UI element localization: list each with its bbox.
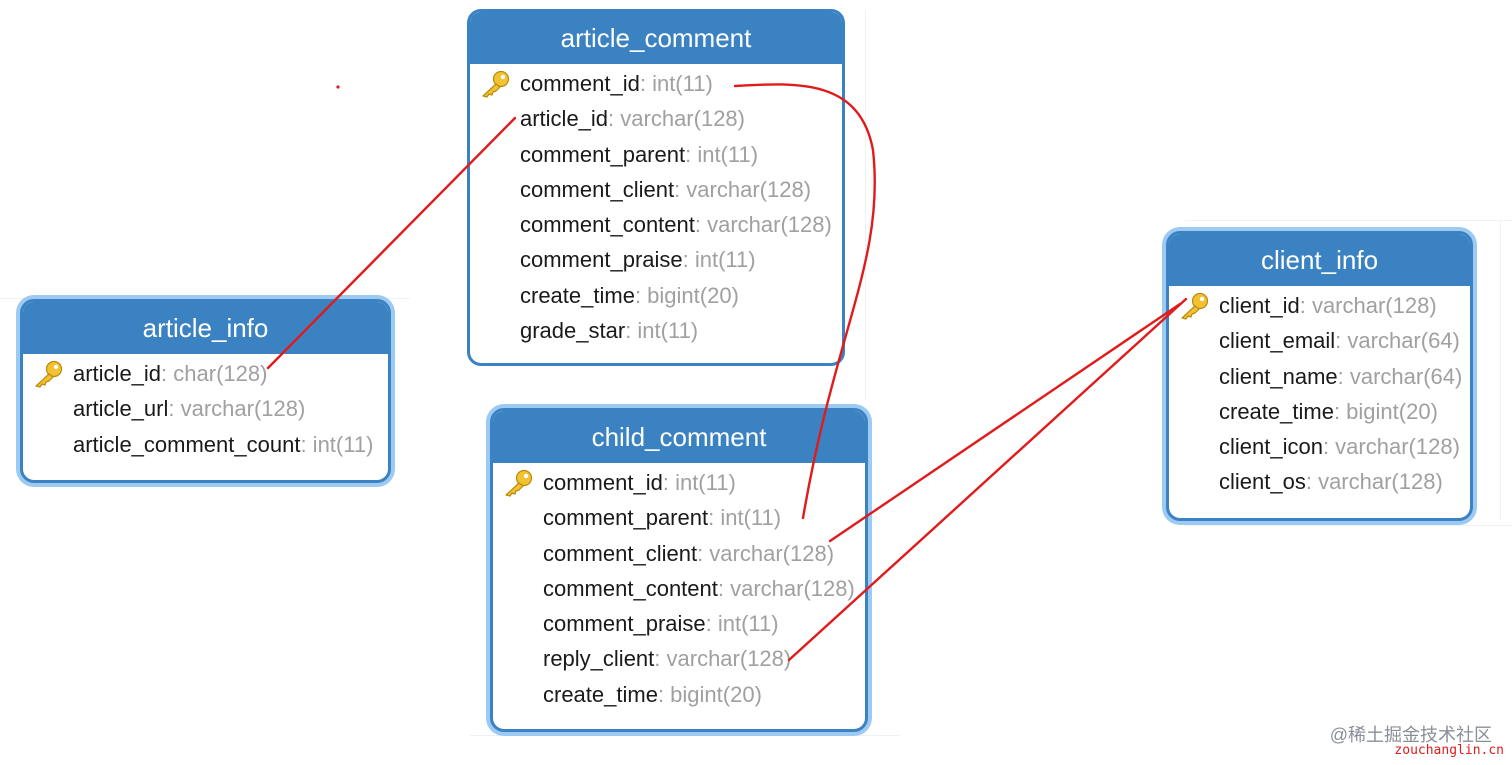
- field-name: comment_praise: [543, 611, 706, 637]
- field-type: : varchar(128): [608, 106, 745, 132]
- field-name: comment_client: [543, 540, 698, 566]
- field-name: comment_id: [520, 71, 640, 96]
- field-name: comment_client: [520, 176, 675, 202]
- field-row[interactable]: article_id: char(128): [23, 356, 388, 391]
- grid-line: [865, 10, 866, 400]
- field-type: : varchar(128): [1305, 469, 1443, 495]
- key-icon: [35, 360, 63, 388]
- field-row[interactable]: comment_client: varchar(128): [470, 172, 842, 207]
- field-row[interactable]: article_comment_count: int(11): [23, 427, 388, 462]
- key-icon: [482, 70, 510, 98]
- field-name: comment_id: [543, 470, 663, 495]
- table-title[interactable]: client_info: [1169, 234, 1470, 286]
- field-row[interactable]: create_time: bigint(20): [1169, 394, 1470, 429]
- field-list: comment_id: int(11)comment_parent: int(1…: [493, 463, 865, 712]
- table-title[interactable]: article_comment: [470, 12, 842, 64]
- field-row[interactable]: article_id: varchar(128): [470, 101, 842, 136]
- field-name: client_id: [1219, 293, 1300, 318]
- field-list: article_id: char(128)article_url: varcha…: [23, 354, 388, 462]
- grid-line: [1500, 220, 1501, 520]
- field-name: comment_parent: [520, 141, 686, 167]
- field-row[interactable]: comment_praise: int(11): [470, 242, 842, 277]
- field-type: : varchar(128): [1322, 434, 1460, 460]
- field-row[interactable]: reply_client: varchar(128): [493, 641, 865, 676]
- field-type: : int(11): [300, 431, 374, 457]
- field-row[interactable]: article_url: varchar(128): [23, 391, 388, 426]
- field-row[interactable]: comment_client: varchar(128): [493, 536, 865, 571]
- grid-line: [0, 298, 410, 299]
- field-row[interactable]: comment_id: int(11): [470, 66, 842, 101]
- field-type: : varchar(128): [697, 540, 835, 566]
- table-child-comment[interactable]: child_comment comment_id: int(11)comment…: [490, 408, 868, 732]
- platform-watermark: @稀土掘金技术社区: [1329, 725, 1492, 745]
- field-row[interactable]: comment_parent: int(11): [493, 500, 865, 535]
- field-name: grade_star: [520, 318, 626, 344]
- field-name: article_comment_count: [73, 431, 301, 457]
- field-name: client_email: [1219, 328, 1336, 354]
- field-row[interactable]: client_id: varchar(128): [1169, 288, 1470, 323]
- field-type: : int(11): [639, 71, 713, 96]
- site-watermark: zouchanglin.cn: [1394, 743, 1504, 758]
- field-row[interactable]: comment_parent: int(11): [470, 137, 842, 172]
- field-name: article_url: [73, 396, 169, 422]
- field-row[interactable]: comment_praise: int(11): [493, 606, 865, 641]
- field-name: comment_praise: [520, 247, 683, 273]
- field-name: client_icon: [1219, 434, 1323, 460]
- grid-line: [1185, 525, 1512, 526]
- field-row[interactable]: comment_content: varchar(128): [470, 207, 842, 242]
- field-type: : int(11): [625, 318, 699, 344]
- field-row[interactable]: comment_content: varchar(128): [493, 571, 865, 606]
- field-row[interactable]: create_time: bigint(20): [493, 677, 865, 712]
- field-type: : varchar(128): [674, 176, 812, 202]
- field-type: : bigint(20): [634, 282, 739, 308]
- field-type: : bigint(20): [1333, 398, 1438, 424]
- field-type: : int(11): [685, 141, 759, 167]
- field-name: create_time: [1219, 398, 1334, 424]
- field-row[interactable]: client_os: varchar(128): [1169, 464, 1470, 499]
- field-type: : bigint(20): [657, 681, 762, 707]
- table-article-info[interactable]: article_info article_id: char(128)articl…: [20, 299, 391, 483]
- field-row[interactable]: client_email: varchar(64): [1169, 323, 1470, 358]
- field-row[interactable]: client_icon: varchar(128): [1169, 429, 1470, 464]
- field-type: : varchar(64): [1337, 363, 1463, 389]
- field-name: comment_parent: [543, 505, 709, 531]
- field-type: : int(11): [705, 611, 779, 637]
- field-type: : int(11): [682, 247, 756, 273]
- field-type: : varchar(128): [717, 575, 855, 601]
- field-list: comment_id: int(11)article_id: varchar(1…: [470, 64, 842, 348]
- field-name: reply_client: [543, 646, 655, 672]
- field-name: article_id: [73, 361, 162, 386]
- grid-line: [470, 735, 900, 736]
- field-type: : char(128): [161, 361, 268, 386]
- key-icon: [1181, 292, 1209, 320]
- key-icon: [505, 469, 533, 497]
- field-type: : varchar(128): [694, 212, 832, 238]
- field-type: : int(11): [662, 470, 736, 495]
- field-list: client_id: varchar(128)client_email: var…: [1169, 286, 1470, 500]
- field-name: comment_content: [543, 575, 718, 601]
- table-article-comment[interactable]: article_comment comment_id: int(11)artic…: [467, 9, 845, 366]
- field-type: : varchar(128): [1299, 293, 1437, 318]
- field-type: : varchar(128): [168, 396, 306, 422]
- field-type: : varchar(64): [1335, 328, 1460, 354]
- table-client-info[interactable]: client_info client_id: varchar(128)clien…: [1166, 231, 1473, 521]
- field-name: create_time: [543, 681, 658, 707]
- grid-line: [1185, 220, 1512, 221]
- stray-mark: [336, 85, 340, 89]
- field-name: client_os: [1219, 469, 1306, 495]
- relation-comment-client: [828, 302, 1182, 543]
- table-title[interactable]: article_info: [23, 302, 388, 354]
- field-type: : varchar(128): [654, 646, 792, 672]
- field-row[interactable]: grade_star: int(11): [470, 313, 842, 348]
- field-name: create_time: [520, 282, 635, 308]
- field-name: comment_content: [520, 212, 695, 238]
- field-row[interactable]: client_name: varchar(64): [1169, 359, 1470, 394]
- field-name: client_name: [1219, 363, 1338, 389]
- field-row[interactable]: comment_id: int(11): [493, 465, 865, 500]
- field-row[interactable]: create_time: bigint(20): [470, 278, 842, 313]
- field-type: : int(11): [708, 505, 782, 531]
- field-name: article_id: [520, 106, 609, 132]
- table-title[interactable]: child_comment: [493, 411, 865, 463]
